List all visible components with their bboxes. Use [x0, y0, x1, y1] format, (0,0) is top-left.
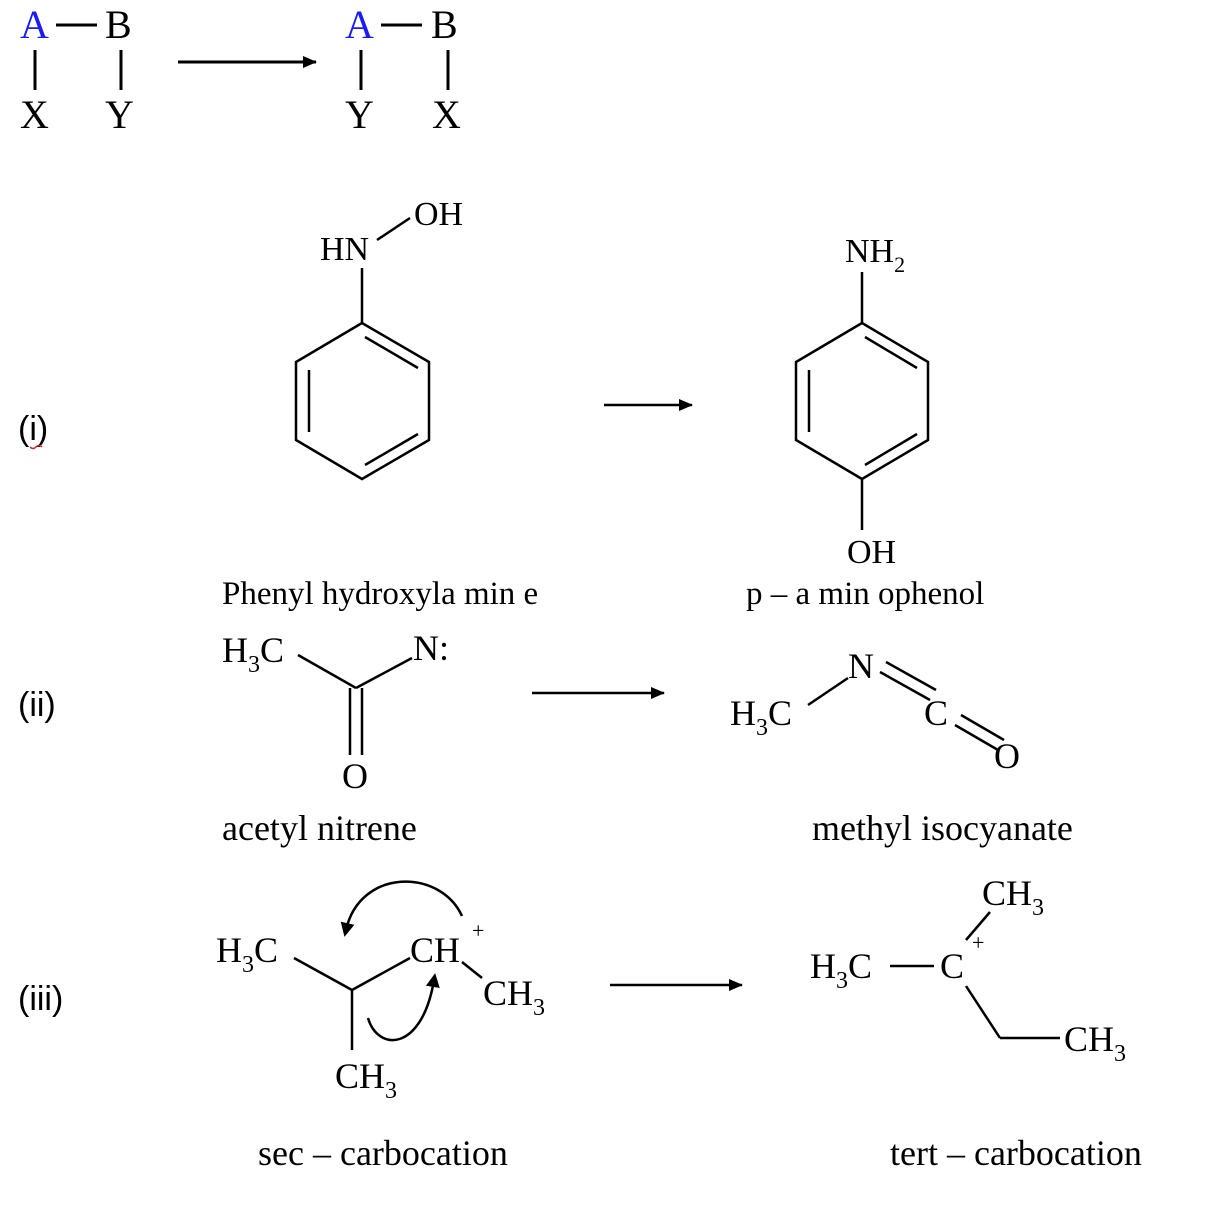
o-label-isocyanate: O: [994, 736, 1020, 776]
bond-ch3-c2: [293, 956, 353, 992]
bond-ch3-carbonyl: [297, 653, 357, 690]
numeral-iii: (iii): [18, 980, 63, 1018]
benzene-ring-product: [794, 321, 930, 481]
atom-x-right: X: [432, 92, 461, 137]
ch-plus-label: CH: [410, 930, 460, 970]
bond-c2-ch: [351, 956, 411, 992]
general-scheme: A B X Y A B Y X: [20, 2, 461, 137]
c-label-isocyanate: C: [924, 693, 948, 733]
name-tert-carbocation: tert – carbocation: [890, 1133, 1142, 1173]
bond-nc-1: [879, 670, 931, 702]
bond-cplus-ch3-top: [965, 911, 991, 941]
curved-arrow-top: [340, 880, 464, 937]
h3c-label-isocyanate: H3C: [730, 693, 792, 741]
name-acetyl-nitrene: acetyl nitrene: [222, 808, 417, 848]
nh2-label: NH2: [845, 233, 905, 277]
atom-x-left: X: [20, 92, 49, 137]
bond-co-iso-2: [960, 713, 1005, 742]
n-nitrene-label: N:: [413, 628, 449, 668]
benzene-ring-reactant: [294, 321, 431, 481]
bond-ch3-n: [807, 676, 849, 707]
name-sec-carbocation: sec – carbocation: [258, 1133, 508, 1173]
bond-co-iso-1: [954, 723, 999, 752]
n-label-isocyanate: N: [848, 646, 874, 686]
name-p-aminophenol: p – a min ophenol: [746, 576, 984, 612]
hn-label: HN: [320, 231, 369, 268]
cplus-label: C: [940, 946, 964, 986]
ch3-bottom-sec: CH3: [335, 1056, 397, 1104]
h3c-label-nitrene: H3C: [222, 630, 284, 678]
bond-n-o: [376, 216, 411, 242]
atom-b-right: B: [431, 2, 458, 47]
spellcheck-squiggle: [29, 444, 43, 450]
oh-label-product: OH: [847, 534, 896, 571]
o-label-nitrene: O: [342, 756, 368, 796]
atom-y-left: Y: [105, 92, 134, 137]
atom-a-left: A: [20, 2, 49, 47]
bond-ch-ch3: [461, 961, 483, 979]
ch3-right-sec: CH3: [483, 973, 545, 1021]
atom-y-right: Y: [345, 92, 374, 137]
plus-charge-sec: +: [472, 918, 484, 943]
numeral-ii: (ii): [18, 686, 56, 724]
bond-cplus-ch2: [964, 985, 1002, 1039]
plus-charge-tert: +: [972, 930, 984, 955]
curved-arrow-bottom: [366, 973, 440, 1042]
atom-a-right: A: [345, 2, 374, 47]
ch3-top-tert: CH3: [982, 873, 1044, 921]
bond-nc-2: [885, 660, 937, 692]
h3c-label-tert: H3C: [810, 946, 872, 994]
atom-b-left: B: [105, 2, 132, 47]
ch3-right-tert: CH3: [1064, 1019, 1126, 1067]
reaction-i: (i) HN OH Phenyl hydroxyla min e NH2 OH …: [18, 196, 984, 612]
h3c-label-sec: H3C: [216, 930, 278, 978]
bond-carbonyl-n: [355, 656, 413, 690]
numeral-i: (i): [18, 410, 48, 448]
reaction-iii: (iii) H3C CH + CH3 CH3 sec – carbocation…: [18, 873, 1142, 1173]
reaction-ii: (ii) H3C N: O acetyl nitrene H3C N C O m…: [18, 628, 1073, 848]
name-methyl-isocyanate: methyl isocyanate: [812, 808, 1073, 848]
oh-label-reactant: OH: [414, 196, 463, 233]
name-phenyl-hydroxylamine: Phenyl hydroxyla min e: [222, 576, 538, 612]
